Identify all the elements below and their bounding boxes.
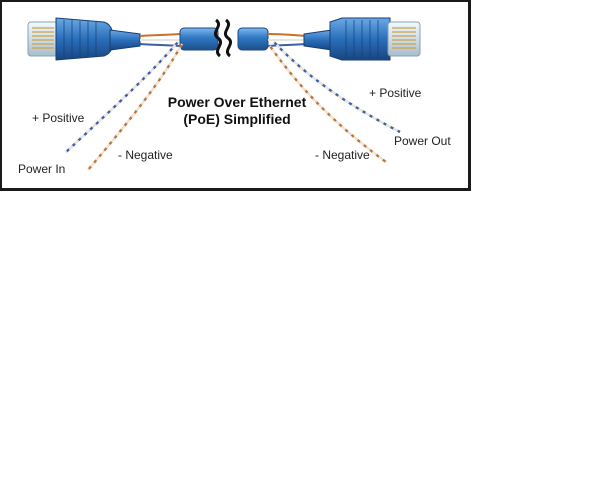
diagram-title-line1: Power Over Ethernet	[167, 94, 307, 110]
left-cable-jacket	[139, 33, 181, 47]
left-positive-label: + Positive	[32, 111, 85, 125]
main-cable	[179, 27, 269, 51]
right-negative-label: - Negative	[315, 148, 370, 162]
poe-diagram-frame: Power Over Ethernet (PoE) Simplified + P…	[0, 0, 471, 191]
right-rj45-connector-icon	[303, 17, 421, 61]
left-positive-wire-pair	[65, 41, 179, 153]
power-out-label: Power Out	[394, 134, 451, 148]
left-negative-wire-pair	[87, 43, 184, 171]
right-positive-label: + Positive	[369, 86, 422, 100]
right-positive-wire-pair	[273, 41, 401, 134]
right-cable-jacket	[267, 33, 307, 47]
diagram-title: Power Over Ethernet (PoE) Simplified	[142, 94, 332, 128]
left-rj45-connector-icon	[27, 17, 141, 61]
cable-break-icon	[213, 18, 233, 58]
poe-diagram-illustration	[27, 17, 421, 171]
right-negative-wire-pair	[269, 45, 387, 163]
power-in-label: Power In	[18, 162, 66, 176]
diagram-title-line2: (PoE) Simplified	[183, 111, 291, 127]
left-negative-label: - Negative	[118, 148, 173, 162]
